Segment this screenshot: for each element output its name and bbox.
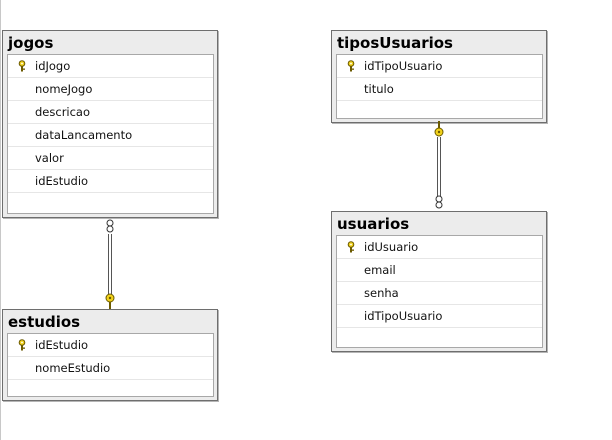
column-row[interactable]: idEstudio [8, 170, 213, 193]
column-name: idEstudio [35, 338, 89, 352]
column-name: idEstudio [35, 174, 89, 188]
table-jogos[interactable]: jogos idJogo nomeJogo descricao dataLanc… [2, 30, 218, 218]
column-row[interactable]: valor [8, 147, 213, 170]
relationship-usuarios-tiposUsuarios[interactable] [429, 121, 449, 212]
column-name: titulo [364, 82, 394, 96]
column-name: dataLancamento [35, 128, 133, 142]
column-name: idTipoUsuario [364, 59, 443, 73]
column-row[interactable]: nomeJogo [8, 78, 213, 101]
column-row[interactable]: idJogo [8, 55, 213, 78]
column-row[interactable]: idTipoUsuario [337, 55, 542, 78]
column-name: nomeEstudio [35, 361, 111, 375]
key-icon [13, 334, 31, 356]
key-icon [13, 55, 31, 77]
table-title: jogos [8, 34, 54, 52]
table-estudios[interactable]: estudios idEstudio nomeEstudio [2, 309, 218, 401]
table-title: usuarios [337, 215, 410, 233]
column-name: idUsuario [364, 240, 419, 254]
column-row[interactable]: senha [337, 282, 542, 305]
column-name: nomeJogo [35, 82, 93, 96]
column-row[interactable]: titulo [337, 78, 542, 101]
column-row[interactable]: idUsuario [337, 236, 542, 259]
column-name: senha [364, 286, 399, 300]
column-row[interactable]: nomeEstudio [8, 357, 213, 380]
canvas-left-border [0, 0, 1, 440]
column-name: valor [35, 151, 64, 165]
column-row[interactable]: descricao [8, 101, 213, 124]
column-name: email [364, 263, 396, 277]
column-name: idJogo [35, 59, 71, 73]
key-icon [434, 121, 444, 137]
column-row[interactable]: email [337, 259, 542, 282]
table-title: estudios [8, 313, 81, 331]
key-icon [105, 293, 115, 309]
column-name: descricao [35, 105, 91, 119]
column-row[interactable]: idTipoUsuario [337, 305, 542, 328]
relationship-jogos-estudios[interactable] [100, 216, 120, 310]
table-tiposUsuarios[interactable]: tiposUsuarios idTipoUsuario titulo [331, 30, 547, 123]
column-row[interactable]: dataLancamento [8, 124, 213, 147]
table-title: tiposUsuarios [337, 34, 453, 52]
column-grid: idJogo nomeJogo descricao dataLancamento… [7, 54, 214, 214]
column-row[interactable]: idEstudio [8, 334, 213, 357]
key-icon [342, 55, 360, 77]
infinity-icon [106, 219, 114, 233]
table-usuarios[interactable]: usuarios idUsuario email senha idTipoUsu… [331, 211, 547, 352]
column-grid: idEstudio nomeEstudio [7, 333, 214, 397]
infinity-icon [435, 195, 443, 209]
column-grid: idTipoUsuario titulo [336, 54, 543, 119]
column-name: idTipoUsuario [364, 309, 443, 323]
key-icon [342, 236, 360, 258]
column-grid: idUsuario email senha idTipoUsuario [336, 235, 543, 348]
